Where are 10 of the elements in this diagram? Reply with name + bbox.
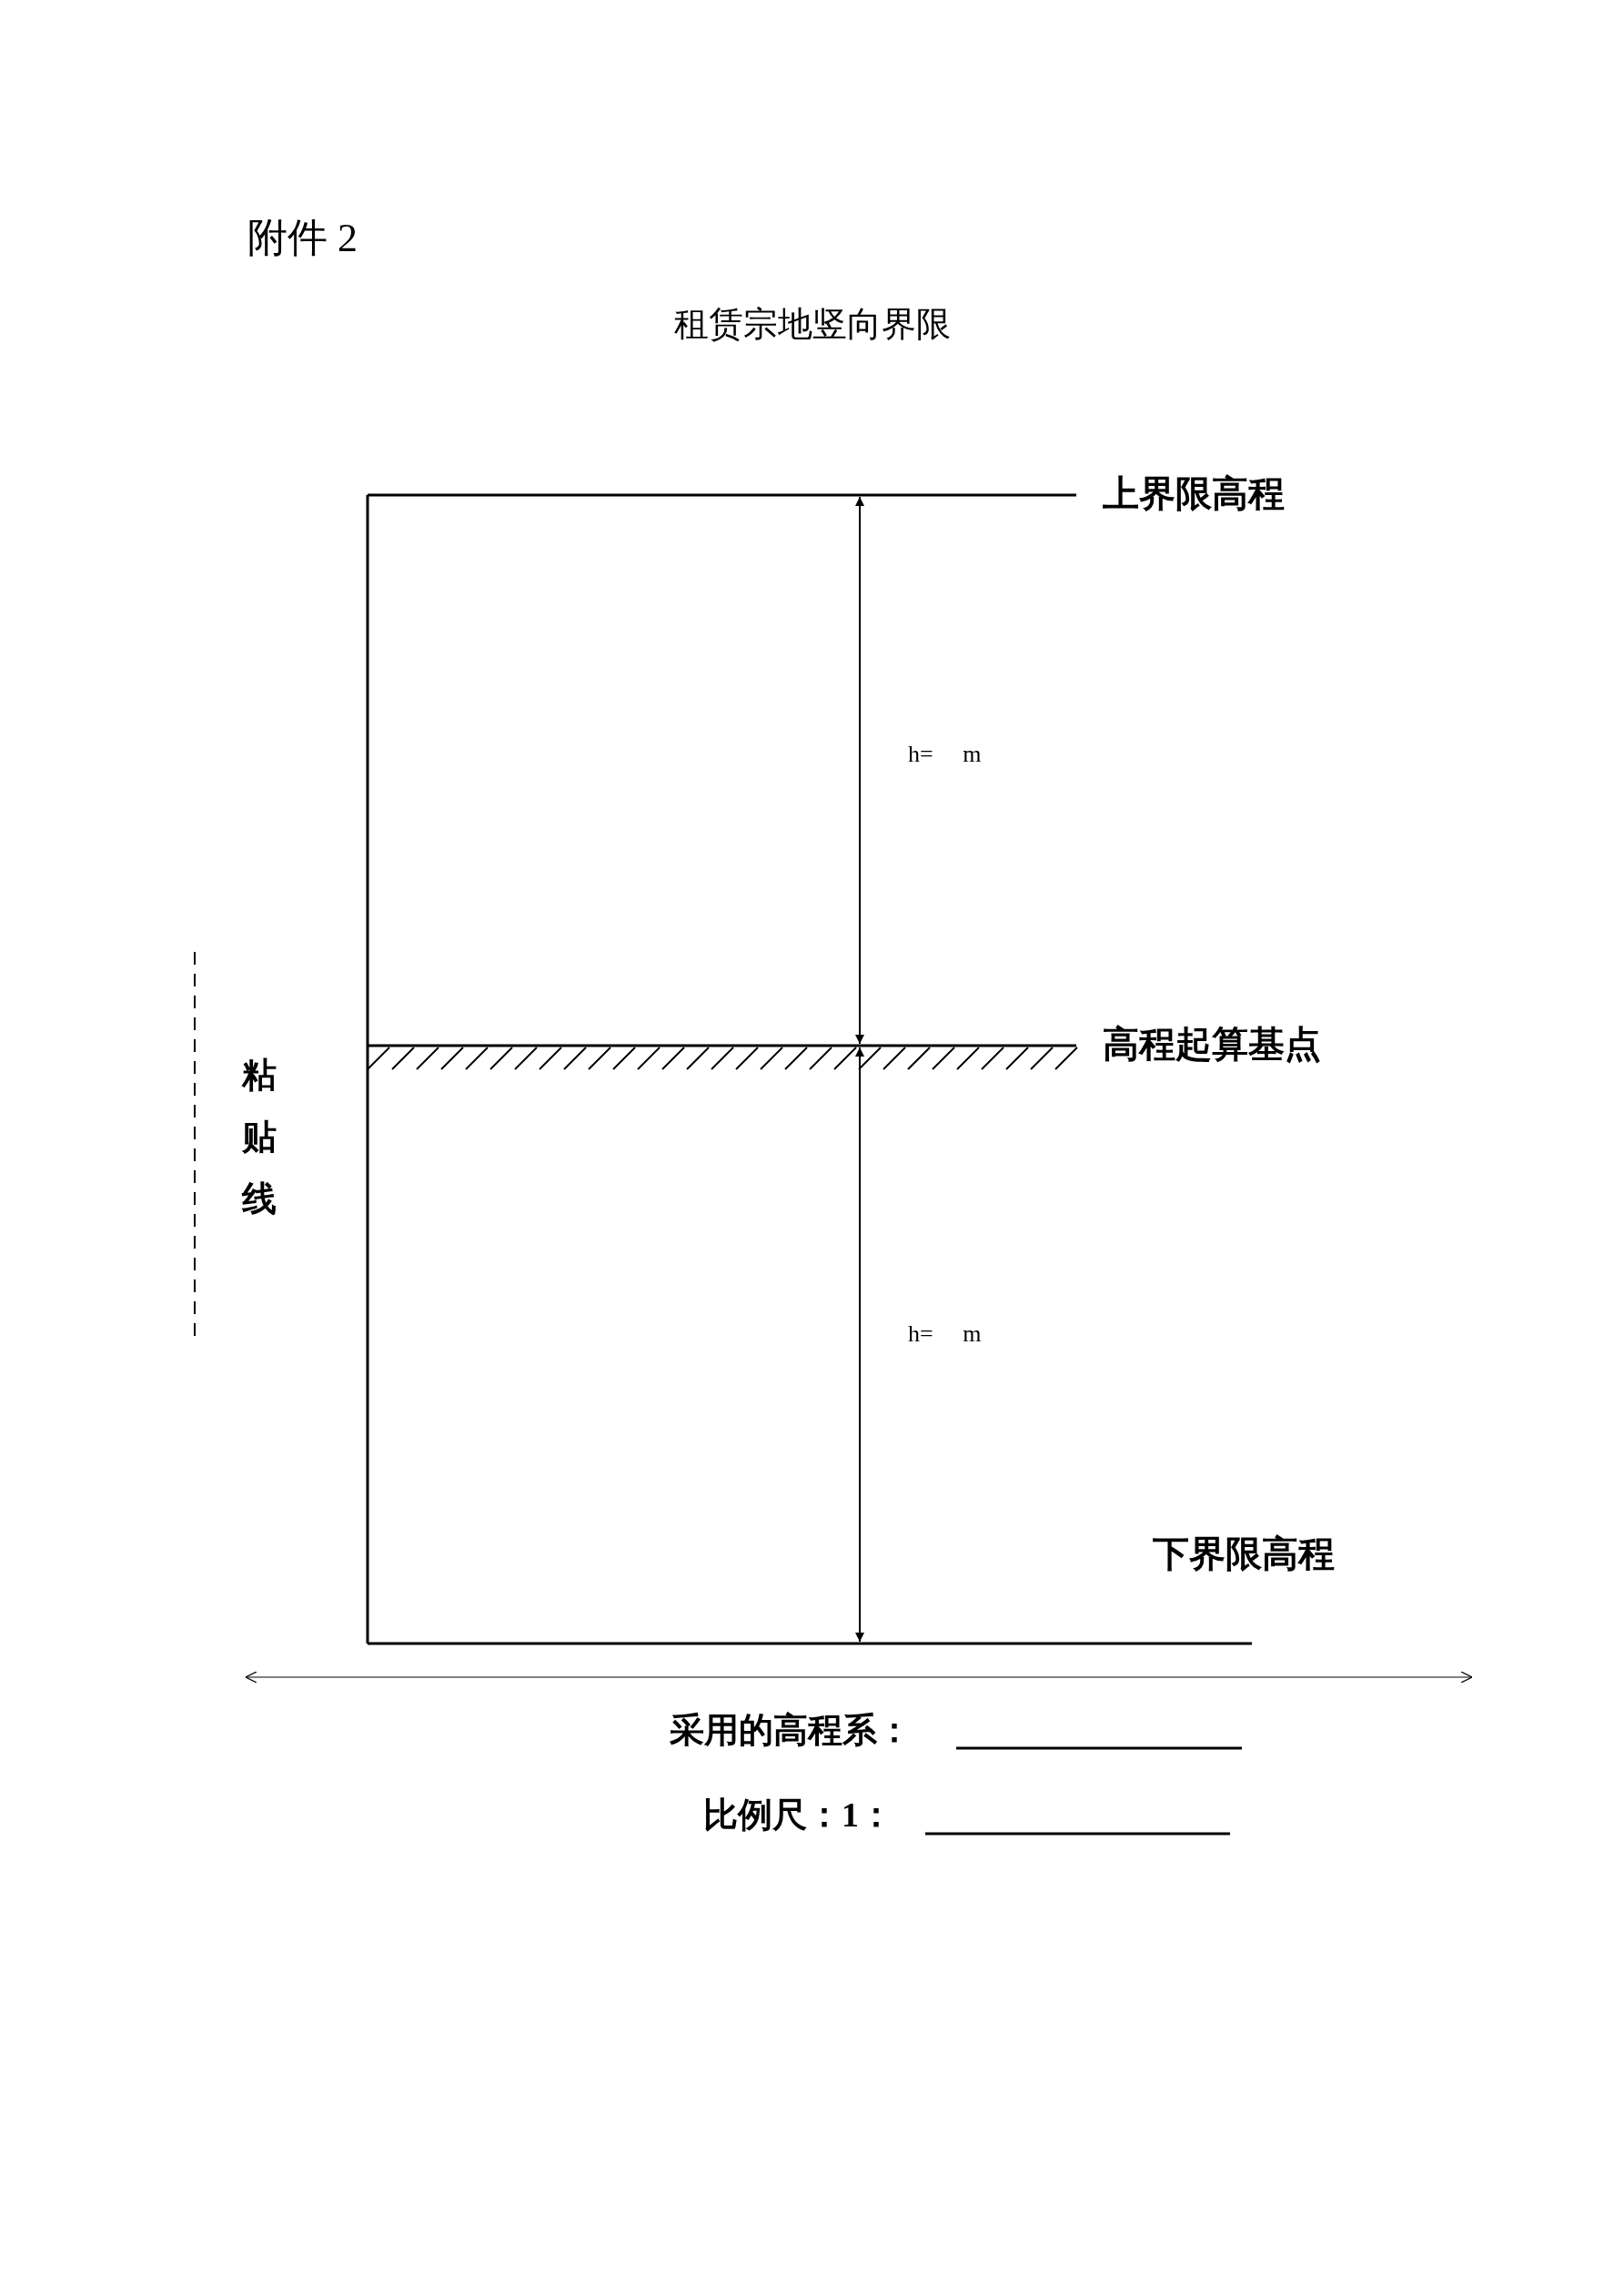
elevation-label: 高程起算基点 xyxy=(1103,1027,1321,1063)
elevation-label: 上界限高程 xyxy=(1103,476,1285,512)
elevation-label: 下界限高程 xyxy=(1153,1536,1335,1573)
dimension-label: h= m xyxy=(908,743,982,766)
form-label: 比例尺：1： xyxy=(703,1797,893,1832)
form-label: 采用的高程系： xyxy=(670,1713,912,1747)
title: 租赁宗地竖向界限 xyxy=(674,307,951,341)
dimension-label: h= m xyxy=(908,1322,982,1346)
vertical-label: 粘贴线 xyxy=(242,1055,277,1219)
heading: 附件 2 xyxy=(247,218,358,258)
